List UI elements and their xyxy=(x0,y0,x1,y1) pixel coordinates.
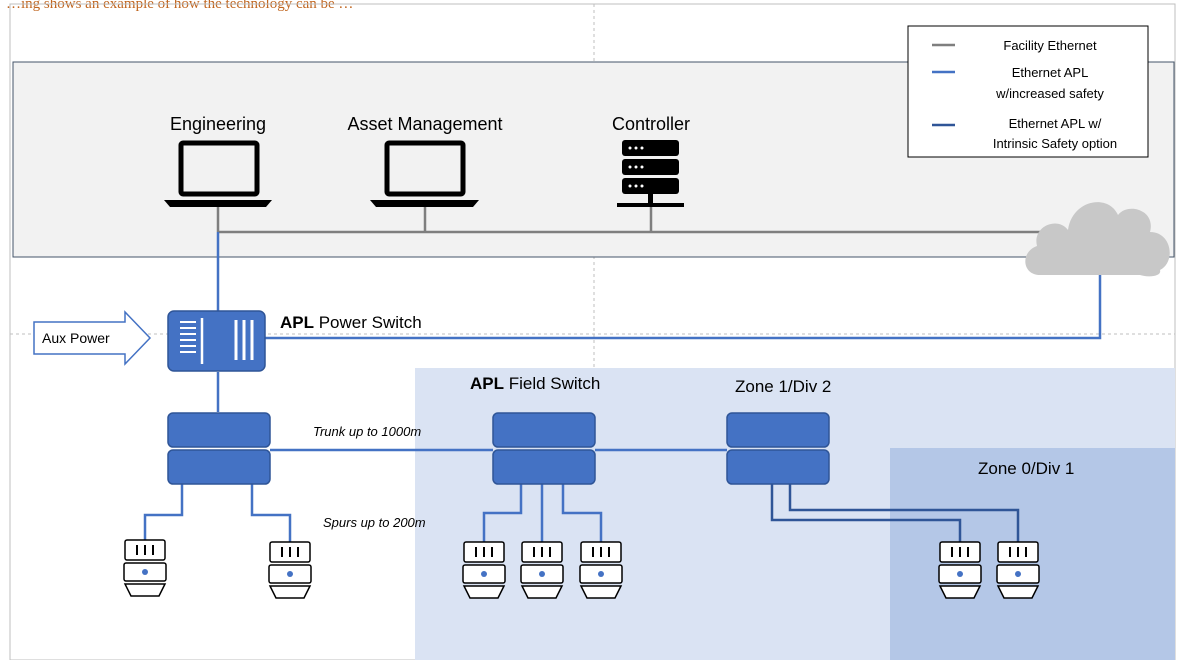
apl-switch-left xyxy=(167,412,271,485)
legend-label-apl-2: w/increased safety xyxy=(995,86,1104,101)
label-engineering: Engineering xyxy=(170,114,266,134)
field-device-icon xyxy=(938,541,982,599)
label-aux-power: Aux Power xyxy=(42,330,110,346)
label-apl-power-switch: APL Power Switch xyxy=(280,313,422,332)
legend: Facility Ethernet Ethernet APL w/increas… xyxy=(907,25,1149,158)
legend-label-facility: Facility Ethernet xyxy=(1003,38,1097,53)
apl-is-lines xyxy=(770,482,1020,542)
field-device-icon xyxy=(268,541,312,599)
apl-power-switch-icon xyxy=(167,310,266,372)
diagram-frame xyxy=(9,3,1176,660)
label-zone1: Zone 1/Div 2 xyxy=(735,377,831,396)
cloud-icon xyxy=(1025,202,1170,277)
apl-field-switch xyxy=(492,412,596,485)
label-spurs: Spurs up to 200m xyxy=(323,515,426,530)
server-icon-controller xyxy=(617,140,684,207)
laptop-icon-asset-management xyxy=(370,140,479,207)
field-devices xyxy=(123,539,1040,599)
label-asset-management: Asset Management xyxy=(347,114,502,134)
label-apl-field-switch: APL Field Switch xyxy=(470,374,600,393)
field-device-icon xyxy=(462,541,506,599)
label-trunk: Trunk up to 1000m xyxy=(313,424,421,439)
apl-zone1-switch xyxy=(726,412,830,485)
apl-lines xyxy=(143,232,1102,542)
field-device-icon xyxy=(996,541,1040,599)
field-device-icon xyxy=(123,539,167,597)
aux-power-arrow: Aux Power xyxy=(33,310,152,366)
field-device-icon xyxy=(579,541,623,599)
caption-text: …ing shows an example of how the technol… xyxy=(6,0,354,12)
legend-label-apl-is-1: Ethernet APL w/ xyxy=(1009,116,1102,131)
laptop-icon-engineering xyxy=(164,140,272,207)
legend-box xyxy=(907,25,1149,158)
legend-label-apl-1: Ethernet APL xyxy=(1012,65,1089,80)
label-zone0: Zone 0/Div 1 xyxy=(978,459,1074,478)
field-device-icon xyxy=(520,541,564,599)
label-controller: Controller xyxy=(612,114,690,134)
legend-label-apl-is-2: Intrinsic Safety option xyxy=(993,136,1117,151)
